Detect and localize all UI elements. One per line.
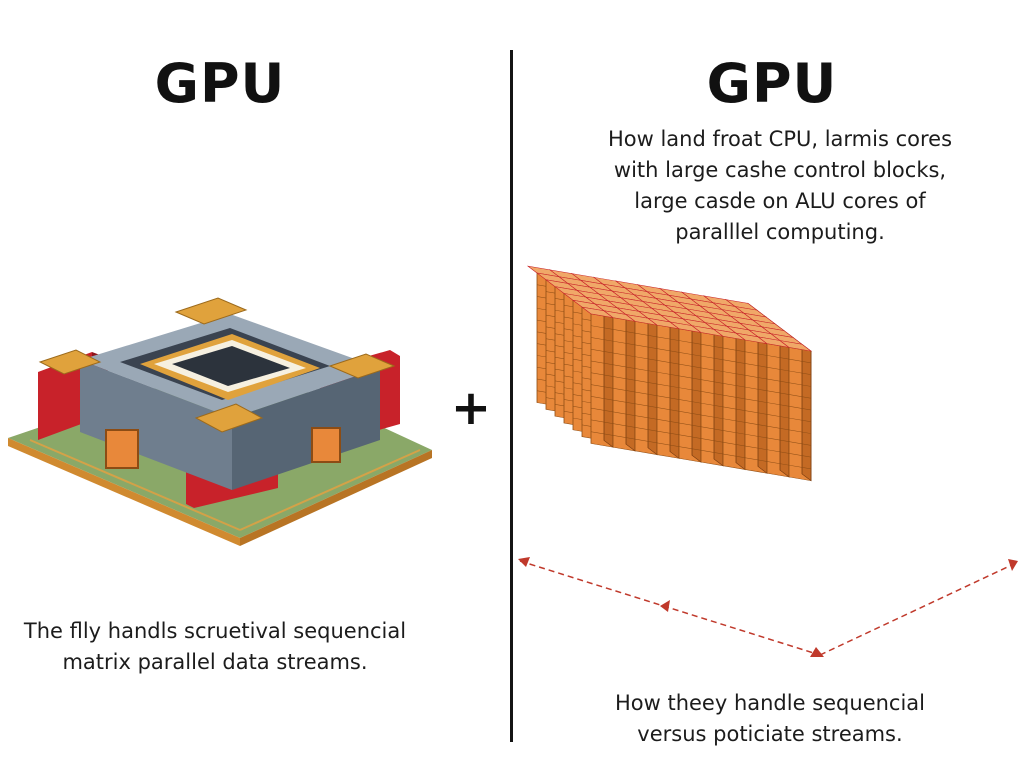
- gpu-core-stack: [646, 317, 681, 460]
- small-core-chip: [105, 429, 139, 469]
- gold-corner-pads: [38, 297, 396, 433]
- cpu-chip-illustration: [8, 297, 432, 546]
- plus-symbol: +: [450, 380, 492, 436]
- left-title: GPU: [154, 52, 286, 115]
- left-caption-line: matrix parallel data streams.: [62, 650, 368, 674]
- right-caption-line: versus poticiate streams.: [637, 722, 903, 746]
- gpu-core-stack: [668, 321, 703, 463]
- right-title: GPU: [706, 52, 838, 115]
- right-caption: How theey handle sequencial versus potic…: [560, 688, 980, 750]
- right-description-line: large casde on ALU cores of: [634, 189, 926, 213]
- right-description-line: How land froat CPU, larmis cores: [607, 127, 953, 151]
- chip-body-right: [232, 368, 380, 490]
- gpu-core-grid: [526, 265, 813, 482]
- circuit-board-edge: [8, 438, 240, 546]
- gpu-core-stack: [690, 325, 725, 467]
- gpu-core-stack: [734, 332, 769, 474]
- right-description: How land froat CPU, larmis cores with la…: [560, 124, 1000, 248]
- right-description-line: paralllel computing.: [675, 220, 885, 244]
- gpu-core-grid-illustration: [518, 265, 1018, 657]
- chip-die: [172, 346, 290, 386]
- circuit-board-edge: [240, 450, 432, 546]
- right-description-line: with large cashe control blocks,: [613, 158, 947, 182]
- right-caption-line: How theey handle sequencial: [614, 691, 926, 715]
- gpu-core-stack: [602, 310, 637, 452]
- small-core-chip: [311, 427, 341, 463]
- chip-body-left: [80, 360, 232, 490]
- left-caption-line: The flly handls scruetival sequencial: [23, 619, 407, 643]
- left-caption: The flly handls scruetival sequencial ma…: [10, 616, 420, 678]
- dimension-lines: [519, 560, 1017, 656]
- gpu-core-stack: [712, 328, 747, 471]
- gpu-core-stack: [778, 340, 813, 482]
- center-divider: [510, 50, 513, 742]
- dimension-arrow-heads: [518, 557, 1018, 657]
